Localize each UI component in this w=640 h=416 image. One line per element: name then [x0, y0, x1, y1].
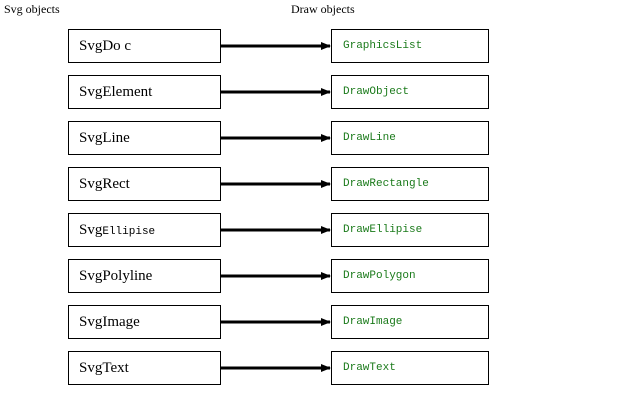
drawpolygon-label: DrawPolygon	[343, 270, 416, 282]
drawimage-box: DrawImage	[331, 305, 489, 339]
svgline-label: SvgLine	[79, 129, 130, 146]
svgdoc-label: SvgDo c	[79, 37, 132, 54]
drawline-box: DrawLine	[331, 121, 489, 155]
svgtext-label: SvgText	[79, 359, 129, 376]
drawimage-label: DrawImage	[343, 316, 403, 328]
svgelement-box: SvgElement	[68, 75, 221, 109]
svgrect-box: SvgRect	[68, 167, 221, 201]
svgpolyline-box: SvgPolyline	[68, 259, 221, 293]
drawellipise-label: DrawEllipise	[343, 224, 423, 236]
graphicslist-label: GraphicsList	[343, 40, 423, 52]
drawline-label: DrawLine	[343, 132, 396, 144]
drawtext-label: DrawText	[343, 362, 396, 374]
svgimage-box: SvgImage	[68, 305, 221, 339]
svgpolyline-label: SvgPolyline	[79, 267, 153, 284]
svgline-box: SvgLine	[68, 121, 221, 155]
svgelement-label: SvgElement	[79, 83, 153, 100]
svgimage-label: SvgImage	[79, 313, 140, 330]
drawellipise-box: DrawEllipise	[331, 213, 489, 247]
drawobject-label: DrawObject	[343, 86, 410, 98]
svgrect-label: SvgRect	[79, 175, 130, 192]
svg-objects-heading: Svg objects	[4, 2, 60, 16]
graphicslist-box: GraphicsList	[331, 29, 489, 63]
svgdoc-box: SvgDo c	[68, 29, 221, 63]
drawtext-box: DrawText	[331, 351, 489, 385]
drawrectangle-label: DrawRectangle	[343, 178, 429, 190]
svgellipise-label: SvgEllipise	[79, 222, 155, 239]
drawrectangle-box: DrawRectangle	[331, 167, 489, 201]
drawobject-box: DrawObject	[331, 75, 489, 109]
svgellipise-suffix: Ellipise	[102, 225, 156, 238]
draw-objects-heading: Draw objects	[291, 2, 355, 16]
drawpolygon-box: DrawPolygon	[331, 259, 489, 293]
svgellipise-prefix: Svg	[79, 221, 103, 238]
svgellipise-box: SvgEllipise	[68, 213, 221, 247]
svgtext-box: SvgText	[68, 351, 221, 385]
